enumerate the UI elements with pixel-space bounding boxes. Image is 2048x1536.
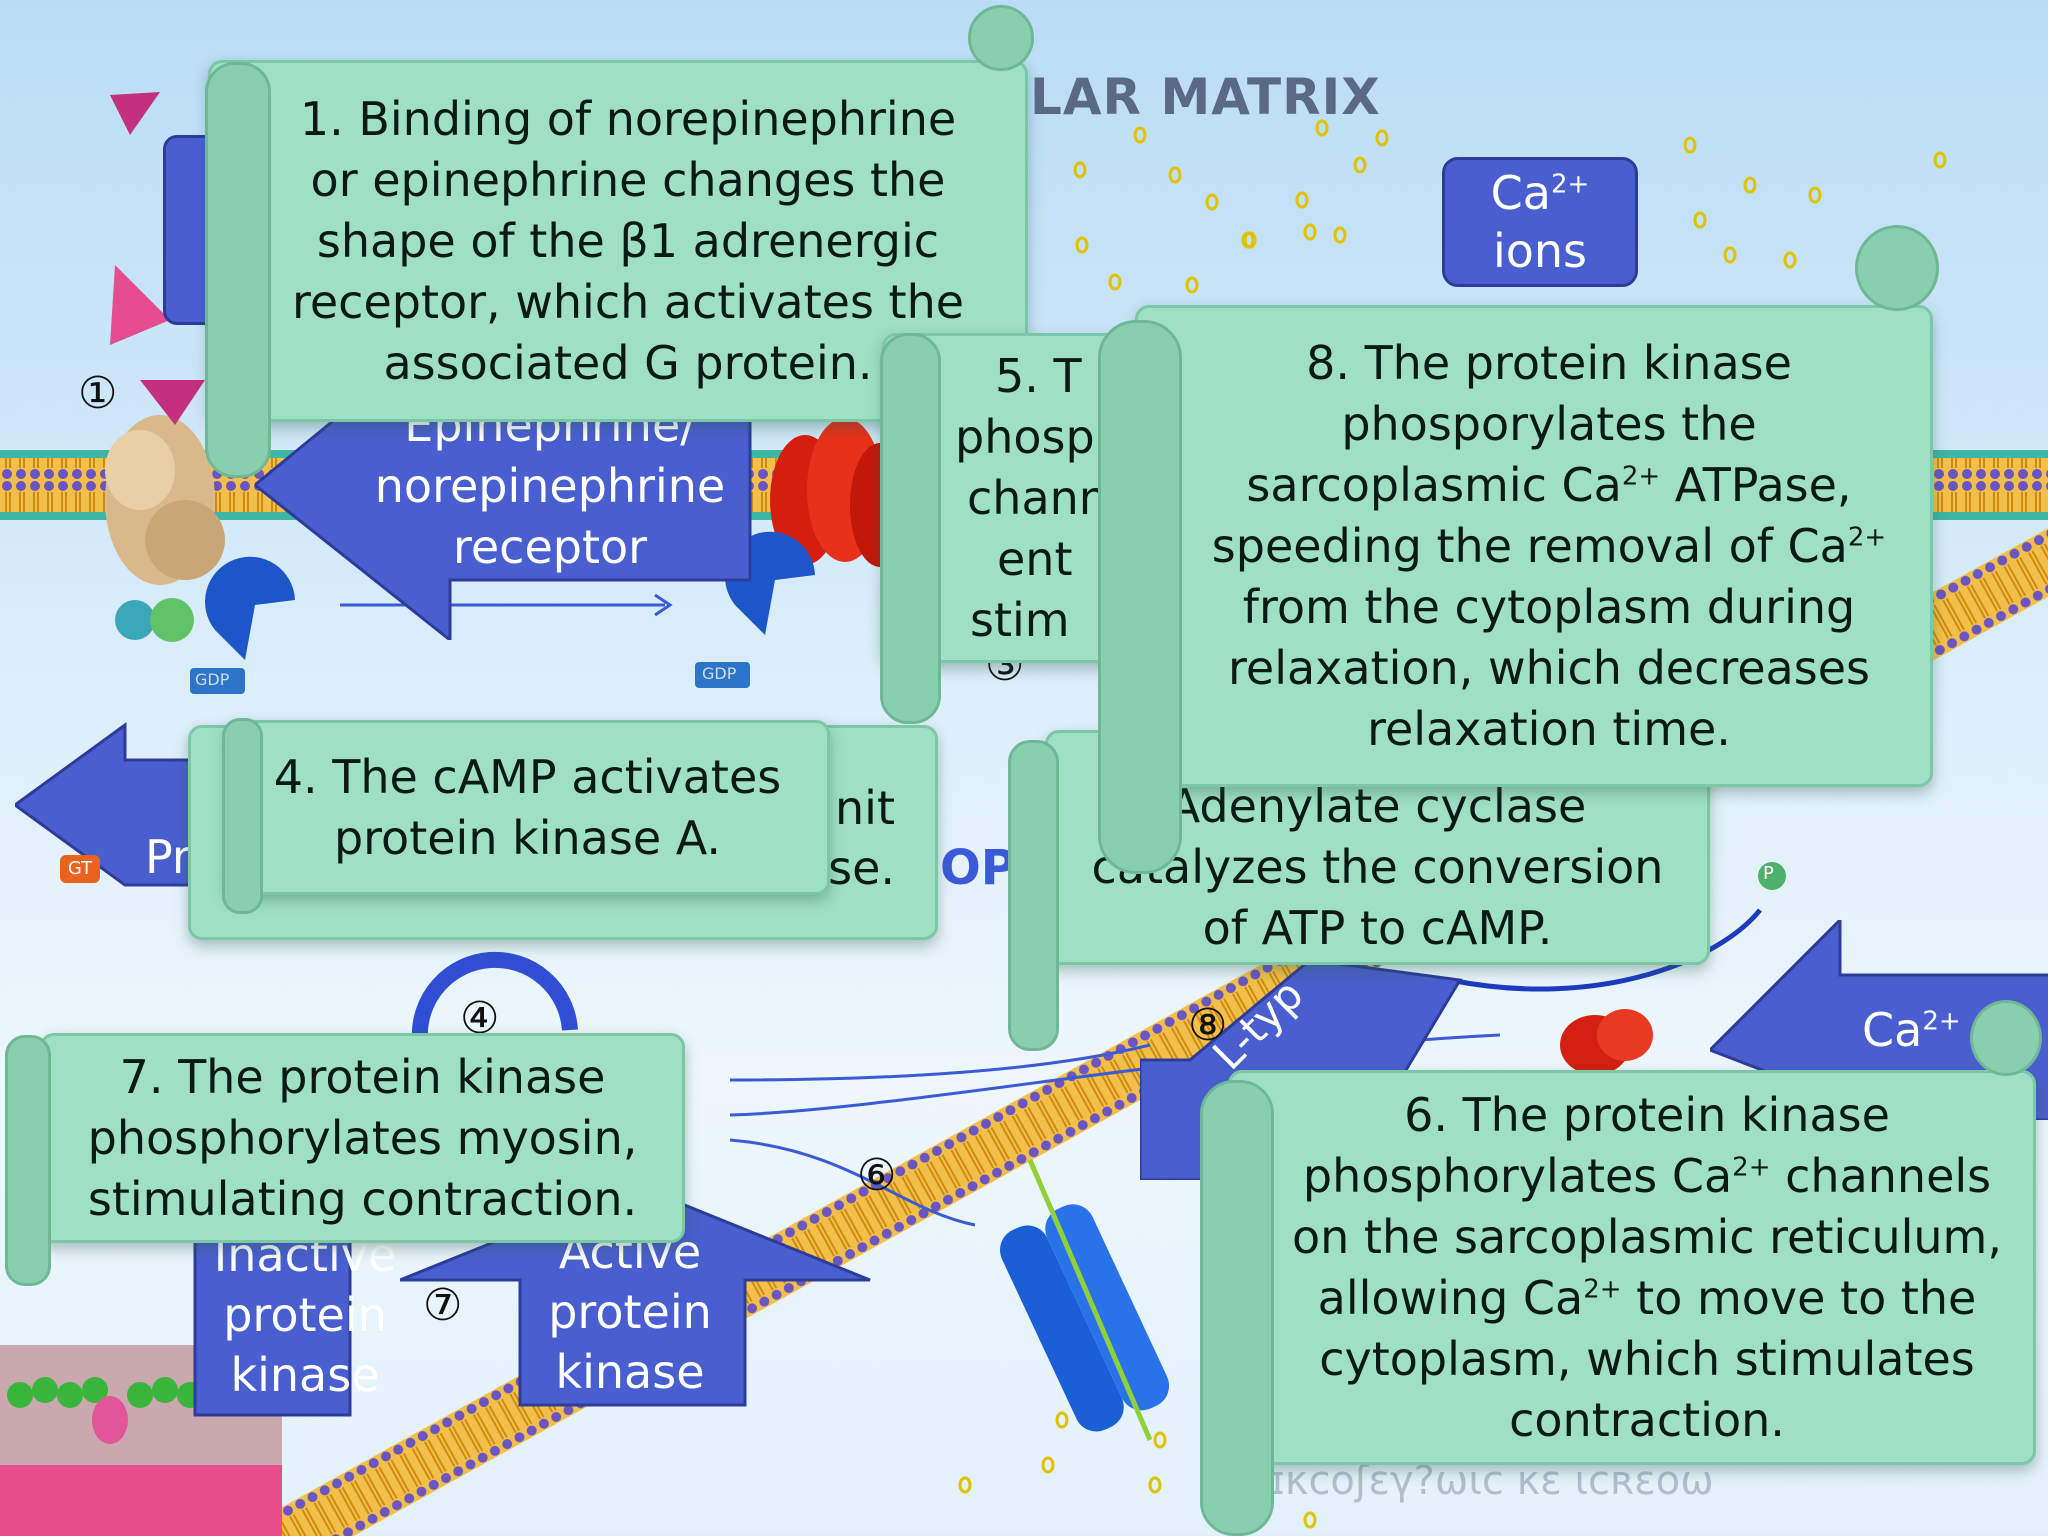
ca-right-label: Ca2+ — [1862, 1003, 1961, 1057]
s8-part-c: from the cytoplasm during relaxation, wh… — [1228, 579, 1870, 756]
active-line-3: kinase — [555, 1345, 705, 1399]
extracellular-matrix-header: LAR MATRIX — [1030, 68, 1381, 126]
hidden-partial-a: nit — [835, 781, 895, 835]
gdp-badge-1: GDP — [195, 670, 230, 689]
scroll-1-curl-top — [968, 5, 1034, 71]
gtp-badge: GT — [60, 855, 100, 883]
sr-atpase — [1560, 1009, 1653, 1075]
faded-bottom-header: ɪκϲοʃεγ?ωιϲ κε ιϲʀεοω — [1270, 1458, 1714, 1504]
scroll-8-curl-top — [1855, 225, 1939, 311]
gdp-badge-2: GDP — [702, 664, 737, 683]
s5-line-5: stim — [970, 592, 1070, 647]
s6-sup-1: 2+ — [1732, 1152, 1771, 1183]
scroll-step-1-text: 1. Binding of norepinephrine or epinephr… — [291, 91, 965, 390]
hidden-partial-b: se. — [828, 841, 895, 895]
s6-sup-2: 2+ — [1583, 1274, 1622, 1305]
s8-sup-1: 2+ — [1621, 461, 1661, 492]
sr-ca-channel — [999, 1204, 1170, 1432]
ca-ions-sup: 2+ — [1550, 169, 1590, 200]
inactive-kinase-label: Inactive protein kinase — [195, 1225, 415, 1405]
scroll-step-4-text: 4. The cAMP activates protein kinase A. — [273, 749, 782, 865]
scroll-step-7: 7. The protein kinase phosphorylates myo… — [40, 1033, 685, 1243]
ca-ions-label: Ca2+ ions — [1442, 157, 1638, 287]
s8-sup-2: 2+ — [1847, 522, 1887, 553]
receptor-line-2: norepinephrine — [374, 459, 726, 513]
scroll-step-1: 1. Binding of norepinephrine or epinephr… — [208, 60, 1028, 422]
scroll-3-curl — [1008, 740, 1059, 1051]
scroll-step-4: 4. The cAMP activates protein kinase A. — [225, 720, 830, 895]
scroll-step-5-text: 5. T phosp chann ent stim — [885, 346, 1108, 651]
receptor-label: Epinephrine/ norepinephrine receptor — [350, 395, 750, 578]
scroll-step-3-text: Adenylate cyclase catalyzes the conversi… — [1092, 776, 1664, 959]
s5-line-3: chann — [967, 470, 1108, 525]
s6-part-c: to move to the cytoplasm, which stimulat… — [1319, 1270, 1977, 1447]
scroll-6-curl — [1200, 1080, 1274, 1536]
ca-ions-line2: ions — [1492, 224, 1588, 278]
atp-partial-label: OP — [940, 840, 1016, 896]
ca-right-sup: 2+ — [1922, 1006, 1961, 1037]
ca-ions-text: Ca — [1490, 166, 1551, 220]
phosphate-p — [1758, 862, 1786, 890]
scroll-step-8-text: 8. The protein kinase phosporylates the … — [1138, 333, 1930, 760]
scroll-step-6-text: 6. The protein kinase phosphorylates Ca2… — [1231, 1085, 2033, 1451]
s3-line-2: catalyzes the conversion — [1091, 840, 1664, 894]
active-line-2: protein — [548, 1285, 712, 1339]
scroll-8-curl — [1098, 320, 1182, 874]
s8-part-b: ATPase, speeding the removal of Ca — [1211, 457, 1852, 573]
s5-line-1: 5. T — [995, 348, 1082, 403]
marker-7: ⑦ — [423, 1280, 463, 1331]
inactive-line-3: kinase — [230, 1348, 380, 1402]
s3-line-1: Adenylate cyclase — [1168, 779, 1587, 833]
marker-6: ⑥ — [857, 1150, 897, 1201]
s6-part-a: 6. The protein kinase phosphorylates Ca — [1302, 1087, 1890, 1203]
ligand-1 — [110, 92, 160, 135]
scroll-step-6: 6. The protein kinase phosphorylates Ca2… — [1228, 1070, 2036, 1465]
g-alpha-1 — [205, 556, 295, 660]
phosphate-label: P — [1763, 863, 1774, 884]
s6-part-b: channels on the sarcoplasmic reticulum, … — [1292, 1148, 2002, 1325]
s8-part-a: 8. The protein kinase phosporylates the … — [1246, 335, 1792, 512]
s5-line-2: phosp — [955, 409, 1095, 464]
active-kinase-label: Active protein kinase — [520, 1222, 740, 1402]
inactive-line-2: protein — [223, 1288, 387, 1342]
scroll-step-8: 8. The protein kinase phosporylates the … — [1135, 305, 1933, 787]
marker-1: ① — [78, 368, 118, 419]
scroll-1-curl — [205, 62, 271, 478]
scroll-6-curl-top — [1970, 1000, 2042, 1076]
ca-right-text: Ca — [1862, 1003, 1923, 1057]
scroll-step-7-text: 7. The protein kinase phosphorylates myo… — [87, 1049, 638, 1226]
receptor-line-3: receptor — [452, 520, 648, 574]
scroll-7-curl — [5, 1035, 51, 1286]
marker-8: ⑧ — [1188, 1000, 1228, 1051]
beta1-receptor — [105, 415, 225, 585]
scroll-5-curl — [880, 333, 941, 724]
ligand-3 — [140, 380, 205, 425]
scroll-4-curl — [222, 718, 263, 914]
s5-line-4: ent — [997, 531, 1073, 586]
s3-line-3: of ATP to cAMP. — [1202, 901, 1553, 955]
ligand-2 — [110, 265, 170, 345]
